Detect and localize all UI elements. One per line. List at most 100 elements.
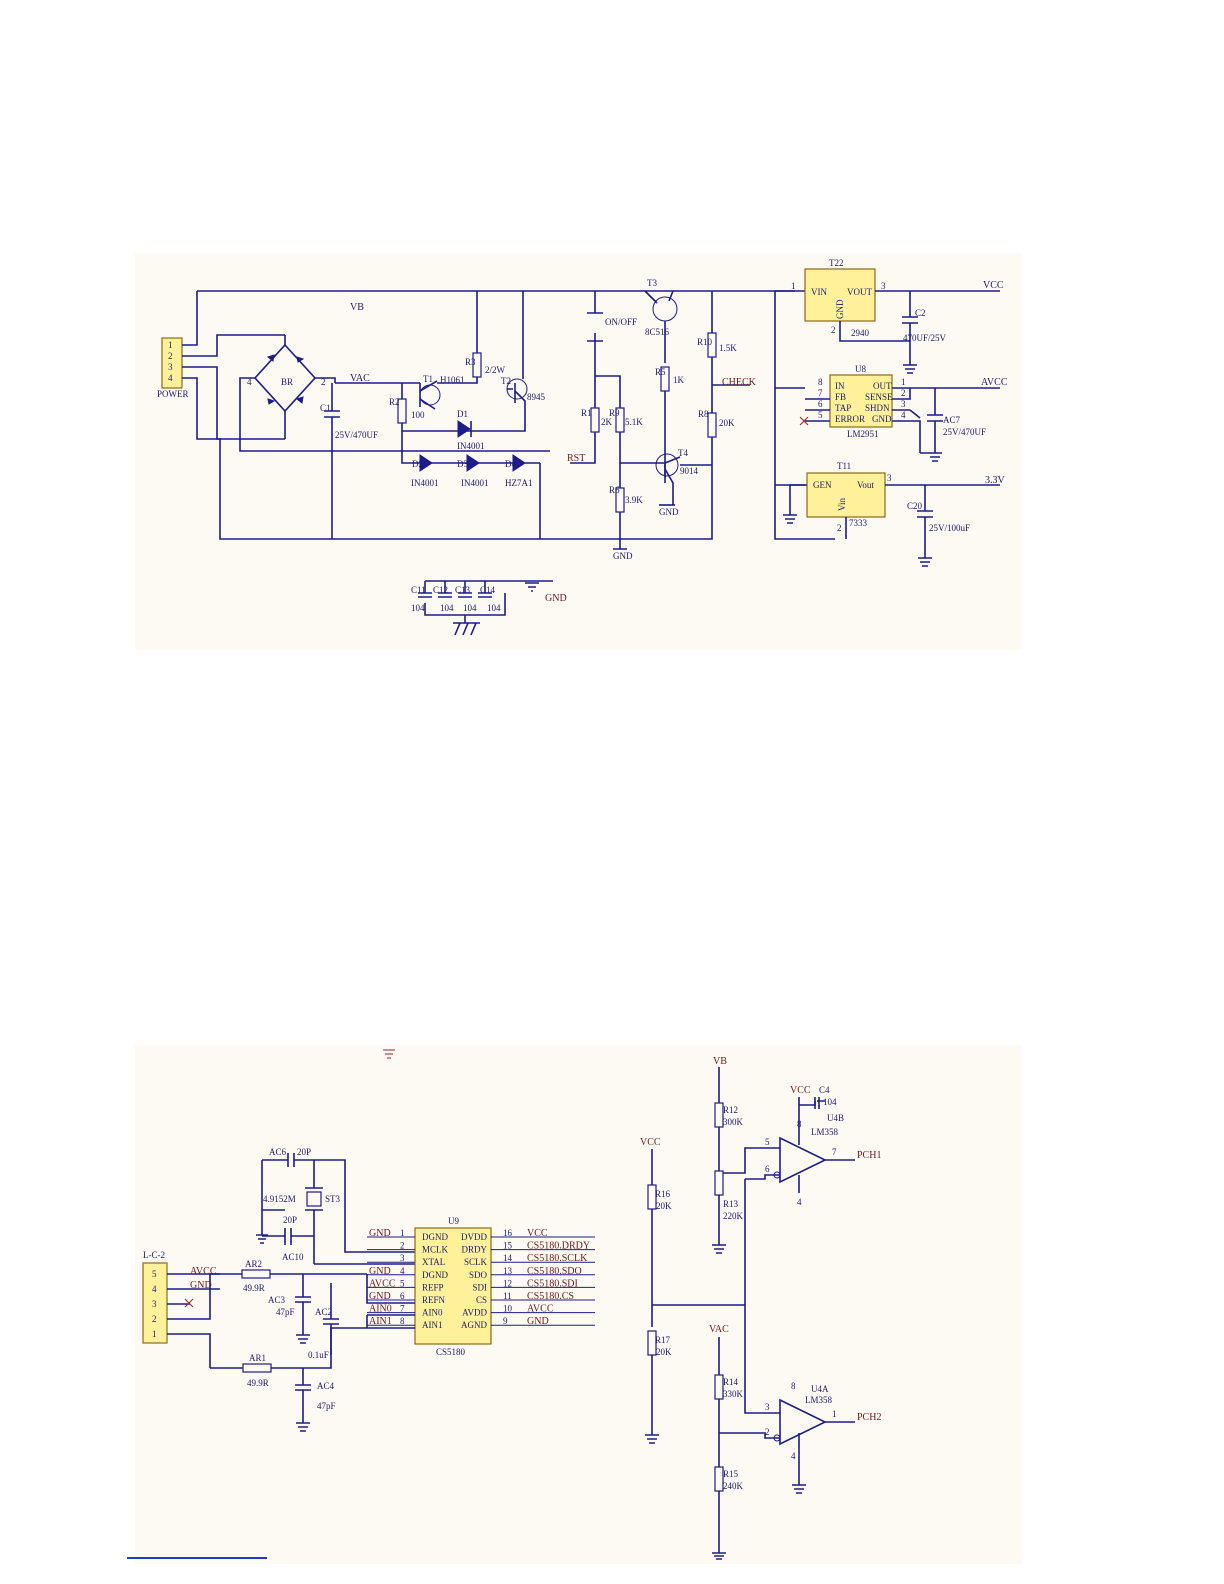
u8-regulator <box>829 374 893 428</box>
t3-transistor <box>652 296 678 322</box>
r12-resistor <box>714 1102 724 1128</box>
u4b-ref: U4B <box>827 1113 844 1123</box>
lc2-no-connect-icon <box>184 1298 194 1308</box>
switch-label: ON/OFF <box>605 317 637 327</box>
u8-num-1: 1 <box>901 377 906 387</box>
t22-pin-vout: VOUT <box>847 287 872 297</box>
u4b-invert-icon <box>773 1171 781 1179</box>
lc2-net-gnd: GND <box>190 1280 212 1291</box>
lc2-ref: L-C-2 <box>143 1250 165 1260</box>
r9-value: 5.1K <box>625 417 643 427</box>
d4-value: HZ7A1 <box>505 478 533 488</box>
t11-pin-vin: Vin <box>837 498 847 511</box>
u4a-output-wires <box>792 1421 855 1494</box>
u8-part: LM2951 <box>847 429 879 439</box>
t22-num-2: 2 <box>831 325 836 335</box>
net-vac: VAC <box>350 373 370 384</box>
u9-left-pin-name: REFN <box>422 1295 446 1305</box>
power-wires <box>182 291 285 440</box>
r16-value: 20K <box>656 1201 672 1211</box>
r2-ref: R2 <box>389 397 400 407</box>
c2-ref: C2 <box>915 308 926 318</box>
ac2-capacitor <box>323 1283 339 1355</box>
u9-right-pin-name: AVDD <box>462 1308 487 1318</box>
ac10-capacitor <box>262 1228 415 1265</box>
c14-value: 104 <box>487 603 501 613</box>
r6-value: 3.9K <box>625 495 643 505</box>
u9-left-pin-name: DGND <box>422 1232 448 1242</box>
u9-right-net: CS5180.DRDY <box>527 1241 590 1252</box>
u9-left-pin-num: 1 <box>400 1228 405 1238</box>
u9-left-net: GND <box>369 1228 391 1239</box>
u4a-part: LM358 <box>805 1395 833 1405</box>
power-pin-2: 2 <box>168 351 173 361</box>
ac7-value: 25V/470UF <box>943 427 986 437</box>
u9-left-pin-num: 3 <box>400 1253 405 1263</box>
u4b-part: LM358 <box>811 1127 839 1137</box>
t2-leads <box>440 291 526 432</box>
amp-b-wires <box>712 1067 780 1305</box>
decoupling-ground-icons <box>453 582 539 636</box>
ar1-resistor <box>242 1363 272 1373</box>
c13-value: 104 <box>463 603 477 613</box>
u9-left-pin-name: DGND <box>422 1270 448 1280</box>
c12-ref: C12 <box>433 585 448 595</box>
r14-value: 330K <box>723 1389 744 1399</box>
d1-diode <box>457 420 471 438</box>
u9-right-net: VCC <box>527 1228 548 1239</box>
ac7-ref: AC7 <box>943 415 961 425</box>
c2-capacitor <box>902 291 918 374</box>
u4b-pin-5: 5 <box>765 1137 770 1147</box>
r16-resistor <box>647 1184 657 1210</box>
t4-value: 9014 <box>680 466 699 476</box>
ac3-capacitor <box>295 1296 311 1344</box>
r2-value: 100 <box>411 410 425 420</box>
u4a-pin-2: 2 <box>765 1427 770 1437</box>
divider-net-vcc: VCC <box>640 1137 661 1148</box>
u9-right-pin-num: 14 <box>503 1253 513 1263</box>
u9-right-pin-name: DVDD <box>461 1232 487 1242</box>
t22-pin-vin: VIN <box>811 287 827 297</box>
u8-pin-error: ERROR <box>835 414 865 424</box>
u8-num-2: 2 <box>901 388 906 398</box>
r8-bottom <box>650 437 713 540</box>
adc-amplifier-svg: L-C-2 5 4 3 2 1 AVCC GND AR2 49.9R AR1 4… <box>142 1049 881 1560</box>
r8-value: 20K <box>719 418 735 428</box>
bridge-ref: BR <box>281 377 293 387</box>
u4b-pin-6: 6 <box>765 1164 770 1174</box>
u8-pin-in: IN <box>835 381 845 391</box>
amp-a-net-vac: VAC <box>709 1324 729 1335</box>
u9-left-pin-num: 7 <box>400 1304 405 1314</box>
u8-pin-gnd: GND <box>872 414 892 424</box>
r1-resistor <box>590 407 600 433</box>
d1-value: IN4001 <box>457 441 485 451</box>
ground-return <box>216 393 650 540</box>
r3-wires <box>437 291 478 384</box>
ac3-value: 47pF <box>276 1307 295 1317</box>
lc2-pin-4: 4 <box>152 1284 157 1294</box>
u9-right-pin-name: DRDY <box>461 1245 487 1255</box>
r15-resistor <box>714 1466 724 1492</box>
decoupling-caps <box>418 592 492 598</box>
u9-right-net: GND <box>527 1316 549 1327</box>
u4a-pin-3: 3 <box>765 1402 770 1412</box>
r13-ref: R13 <box>723 1199 739 1209</box>
u9-left-pin-num: 5 <box>400 1278 405 1288</box>
u9-right-net: CS5180.CS <box>527 1291 574 1302</box>
r1-value: 2K <box>601 417 613 427</box>
r3-value: 2/2W <box>485 365 506 375</box>
u9-left-pin-num: 6 <box>400 1291 405 1301</box>
ac6-value: 20P <box>297 1147 311 1157</box>
t3-leads <box>644 290 674 363</box>
bridge-wires <box>239 335 550 452</box>
t1-ref: T1 <box>423 374 433 384</box>
u9-right-net: CS5180.SDO <box>527 1266 582 1277</box>
net-rst: RST <box>567 453 585 464</box>
u9-right-pin-num: 16 <box>503 1228 513 1238</box>
r10-ref: R10 <box>697 337 713 347</box>
t11-wires <box>783 484 1000 539</box>
u4b-opamp <box>779 1136 827 1184</box>
ac6-ref: AC6 <box>269 1147 287 1157</box>
c13-ref: C13 <box>455 585 471 595</box>
